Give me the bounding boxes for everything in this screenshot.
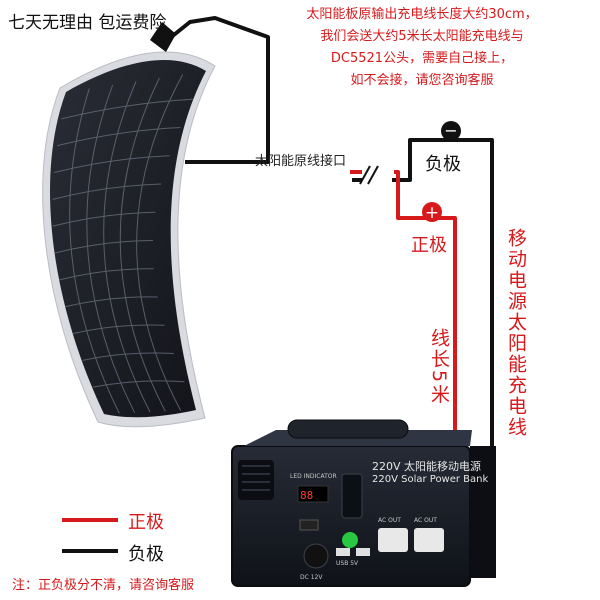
junction-box (150, 22, 176, 52)
usb-port-2 (356, 548, 370, 556)
device-title-cn: 220V 太阳能移动电源 (372, 460, 482, 473)
note-line-1: 太阳能板原输出充电线长度大约30cm， (306, 7, 538, 22)
ac-outlet-2 (414, 528, 444, 552)
battery-gauge (341, 473, 363, 519)
dc-socket (303, 543, 329, 569)
panel-interface-label: 太阳能原线接口 (255, 154, 347, 169)
note-line-4: 如不会接，请您咨询客服 (350, 73, 494, 88)
device-title-en: 220V Solar Power Bank (372, 474, 489, 485)
ac-outlet-1 (378, 528, 408, 552)
note-line-3: DC5521公头，需要自己接上， (330, 51, 514, 66)
legend-negative-label: 负极 (128, 544, 164, 565)
led-digits: 88 (300, 489, 313, 502)
led-indicator-label: LED INDICATOR (290, 473, 337, 480)
legend-positive-label: 正极 (128, 512, 164, 533)
footnote: 注：正负极分不清，请咨询客服 (12, 578, 195, 593)
positive-terminal-label: 正极 (411, 235, 447, 256)
note-line-2: 我们会送大约5米长太阳能充电线与 (320, 29, 524, 44)
port-label-3: DC 12V (300, 574, 323, 581)
cable-name-label: 移动电源太阳能充电线 (505, 228, 527, 438)
port-label-1: AC OUT (378, 517, 401, 524)
led-display (297, 485, 329, 503)
minus-icon: − (444, 121, 457, 140)
cable-length-label: 线长5米 (428, 328, 450, 406)
solar-panel (42, 22, 216, 428)
negative-terminal-marker (441, 121, 461, 141)
negative-terminal-label: 负极 (425, 154, 461, 175)
power-bank: 88 (231, 419, 496, 587)
usb-port-1 (336, 548, 350, 556)
plus-icon: + (425, 203, 439, 223)
carry-handle (287, 419, 409, 439)
positive-terminal-marker (422, 202, 442, 222)
port-label-4: USB 5V (336, 560, 359, 567)
solar-input-port (342, 532, 358, 548)
promo-text: 七天无理由 包运费险 (8, 13, 167, 33)
cut-mark-icon (359, 165, 379, 185)
port-label-2: AC OUT (414, 517, 437, 524)
power-switch (299, 519, 319, 531)
